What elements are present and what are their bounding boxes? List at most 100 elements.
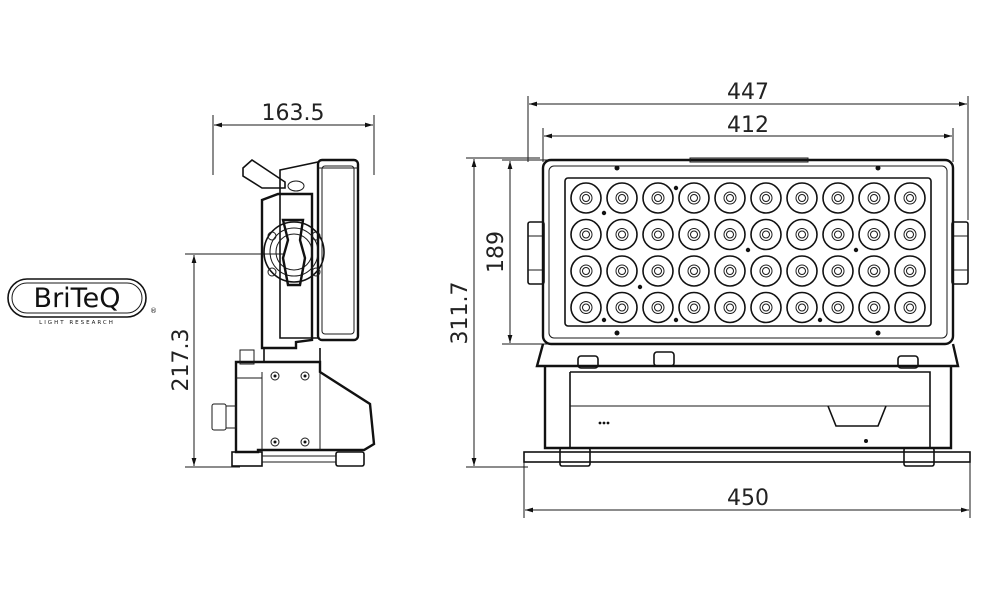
led-emitter — [723, 228, 737, 241]
front-led-height-dimension: 189 — [484, 159, 548, 345]
led-lens — [714, 255, 746, 287]
panel-screw — [601, 317, 607, 323]
led-lens — [858, 182, 890, 214]
led-lens — [642, 291, 674, 324]
led-grid — [570, 182, 926, 324]
led-lens — [894, 218, 926, 251]
logo-brand-text: BriTeQ — [34, 283, 121, 314]
led-lens — [894, 182, 926, 214]
led-core — [798, 303, 806, 312]
led-emitter — [723, 191, 737, 205]
led-core — [654, 303, 662, 312]
front-outer-width-dimension: 447 — [527, 80, 969, 220]
led-emitter — [795, 264, 809, 278]
led-emitter — [723, 301, 737, 314]
led-core — [726, 194, 734, 202]
led-core — [582, 194, 590, 202]
led-lens — [714, 291, 746, 324]
led-lens — [642, 255, 674, 287]
led-core — [582, 230, 590, 239]
led-core — [906, 267, 914, 275]
led-lens — [606, 218, 638, 251]
led-lens — [894, 255, 926, 287]
front-view: 447 412 189 311.7 450 — [448, 80, 971, 518]
led-emitter — [615, 228, 629, 241]
led-lens — [678, 255, 710, 287]
led-core — [870, 303, 878, 312]
side-width-dimension: 163.5 — [212, 101, 375, 175]
led-lens — [678, 182, 710, 214]
led-emitter — [687, 228, 701, 241]
led-lens — [678, 218, 710, 251]
front-base-width-dimension: 450 — [523, 458, 971, 518]
led-core — [834, 230, 842, 239]
led-core — [726, 230, 734, 239]
led-lens — [822, 291, 854, 324]
led-emitter — [867, 228, 881, 241]
led-emitter — [579, 191, 593, 205]
panel-screw — [817, 317, 823, 323]
led-lens — [570, 218, 602, 251]
led-emitter — [615, 191, 629, 205]
led-core — [762, 194, 770, 202]
front-inner-width-label: 412 — [727, 113, 769, 138]
led-emitter — [651, 264, 665, 278]
led-emitter — [759, 301, 773, 314]
panel-screw — [637, 284, 643, 290]
led-emitter — [759, 228, 773, 241]
led-core — [870, 194, 878, 202]
led-lens — [894, 291, 926, 324]
led-emitter — [687, 191, 701, 205]
brand-logo: BriTeQ ® LIGHT RESEARCH — [7, 278, 157, 326]
led-panel — [564, 177, 932, 327]
led-emitter — [795, 191, 809, 205]
led-emitter — [651, 228, 665, 241]
panel-screw — [673, 185, 679, 191]
led-core — [798, 267, 806, 275]
led-core — [762, 267, 770, 275]
led-core — [870, 267, 878, 275]
led-lens — [858, 218, 890, 251]
led-lens — [786, 182, 818, 214]
led-core — [726, 267, 734, 275]
led-core — [654, 267, 662, 275]
led-lens — [786, 255, 818, 287]
led-lens — [750, 291, 782, 324]
panel-screw — [853, 247, 859, 253]
led-emitter — [831, 264, 845, 278]
led-lens — [822, 218, 854, 251]
led-emitter — [615, 264, 629, 278]
led-core — [690, 303, 698, 312]
led-emitter — [903, 228, 917, 241]
led-lens — [750, 182, 782, 214]
led-core — [690, 267, 698, 275]
led-core — [870, 230, 878, 239]
led-lens — [750, 218, 782, 251]
led-emitter — [579, 228, 593, 241]
led-emitter — [651, 191, 665, 205]
side-height-label: 217.3 — [169, 329, 194, 392]
led-core — [582, 303, 590, 312]
led-emitter — [831, 191, 845, 205]
led-core — [834, 267, 842, 275]
led-emitter — [831, 301, 845, 314]
led-core — [654, 230, 662, 239]
led-core — [618, 230, 626, 239]
led-core — [618, 303, 626, 312]
led-core — [798, 230, 806, 239]
front-led-height-label: 189 — [484, 231, 509, 273]
led-lens — [714, 218, 746, 251]
led-core — [726, 303, 734, 312]
led-emitter — [615, 301, 629, 314]
led-lens — [606, 255, 638, 287]
led-lens — [678, 291, 710, 324]
front-base-width-label: 450 — [727, 486, 769, 511]
led-lens — [786, 218, 818, 251]
led-core — [762, 230, 770, 239]
led-lens — [858, 291, 890, 324]
led-core — [618, 194, 626, 202]
led-emitter — [795, 301, 809, 314]
front-outer-width-label: 447 — [727, 80, 769, 105]
led-emitter — [579, 264, 593, 278]
